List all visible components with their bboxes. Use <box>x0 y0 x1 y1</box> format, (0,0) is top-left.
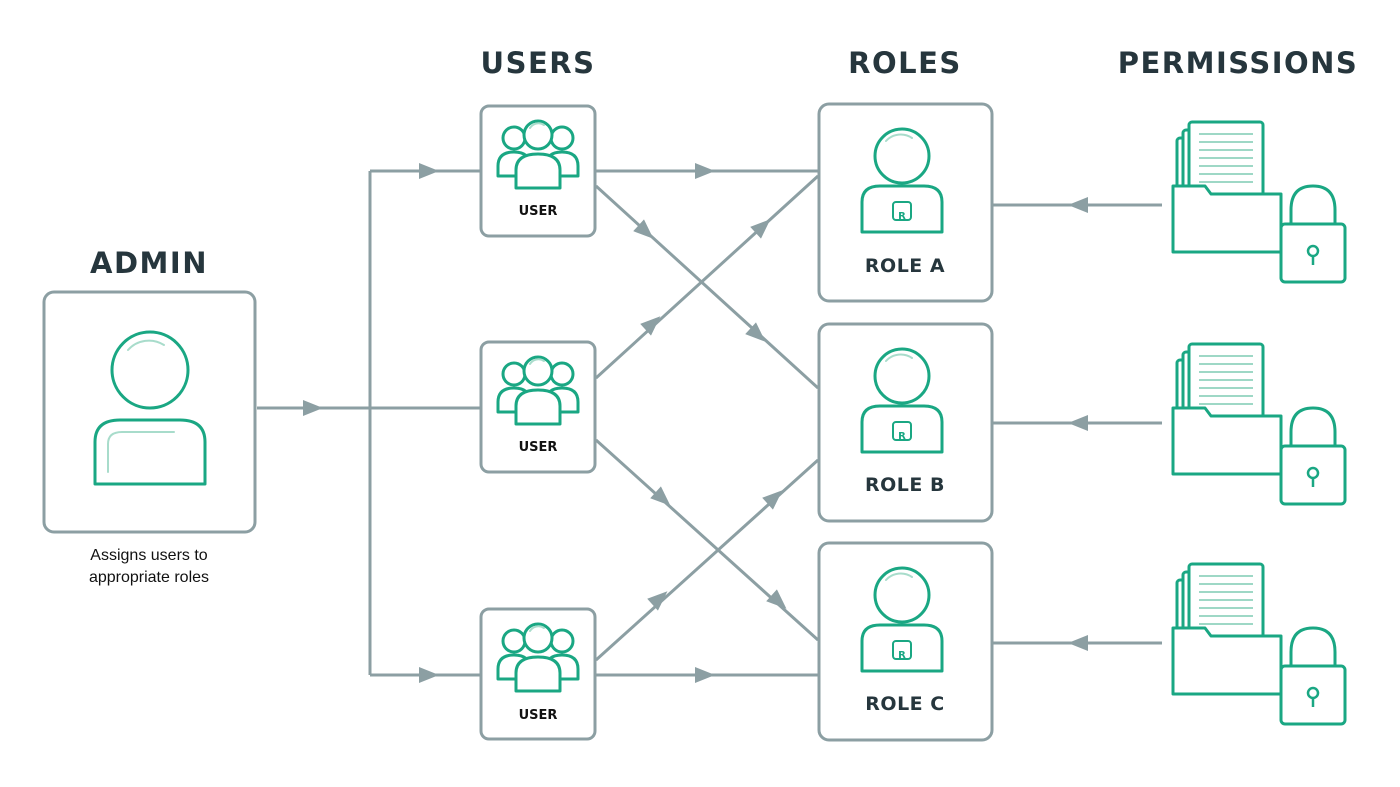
document-folder-lock-icon <box>1171 342 1347 506</box>
arrowhead <box>695 163 715 179</box>
role-badge: R <box>898 431 906 442</box>
connectors <box>257 169 1162 677</box>
role-label: ROLE A <box>865 255 945 277</box>
role-badge: R <box>898 211 906 222</box>
role-label: ROLE B <box>865 474 945 496</box>
arrowhead <box>762 490 783 510</box>
user-2-to-role-a-line <box>594 174 820 380</box>
role-box-a: R ROLE A <box>817 102 994 303</box>
user-box-3: USER <box>479 607 597 741</box>
arrowhead <box>1068 197 1088 213</box>
document-folder-lock-icon <box>1171 562 1347 726</box>
document-folder-lock-icon <box>1171 120 1347 284</box>
arrowhead <box>419 163 439 179</box>
role-label: ROLE C <box>865 693 944 715</box>
arrowhead <box>419 667 439 683</box>
arrowhead <box>650 486 671 506</box>
user-1-to-role-b-line <box>594 184 820 390</box>
arrowhead <box>695 667 715 683</box>
admin-caption-line-2: appropriate roles <box>89 569 209 586</box>
arrowhead <box>1068 415 1088 431</box>
arrowhead <box>766 589 787 609</box>
role-box-c: R ROLE C <box>817 541 994 742</box>
role-badge: R <box>898 650 906 661</box>
admin-caption-line-1: Assigns users to <box>90 547 207 564</box>
arrowhead <box>750 219 771 239</box>
role-box-b: R ROLE B <box>817 322 994 523</box>
permissions-column-title: PERMISSIONS <box>1118 46 1359 80</box>
user-2-to-role-c-line <box>594 438 820 642</box>
arrowhead <box>745 322 766 342</box>
arrowhead <box>303 400 323 416</box>
user-3-to-role-b-line <box>594 458 820 662</box>
arrowhead <box>647 591 668 611</box>
user-label: USER <box>519 204 558 219</box>
arrowhead <box>1068 635 1088 651</box>
user-box-2: USER <box>479 340 597 474</box>
user-label: USER <box>519 440 558 455</box>
users-column-title: USERS <box>481 46 596 80</box>
arrowheads <box>303 163 1088 683</box>
roles-column-title: ROLES <box>848 46 962 80</box>
user-box-1: USER <box>479 104 597 238</box>
arrowhead <box>633 219 654 239</box>
admin-box <box>42 290 257 534</box>
admin-column-title: ADMIN <box>90 246 208 280</box>
arrowhead <box>640 316 661 336</box>
user-label: USER <box>519 708 558 723</box>
